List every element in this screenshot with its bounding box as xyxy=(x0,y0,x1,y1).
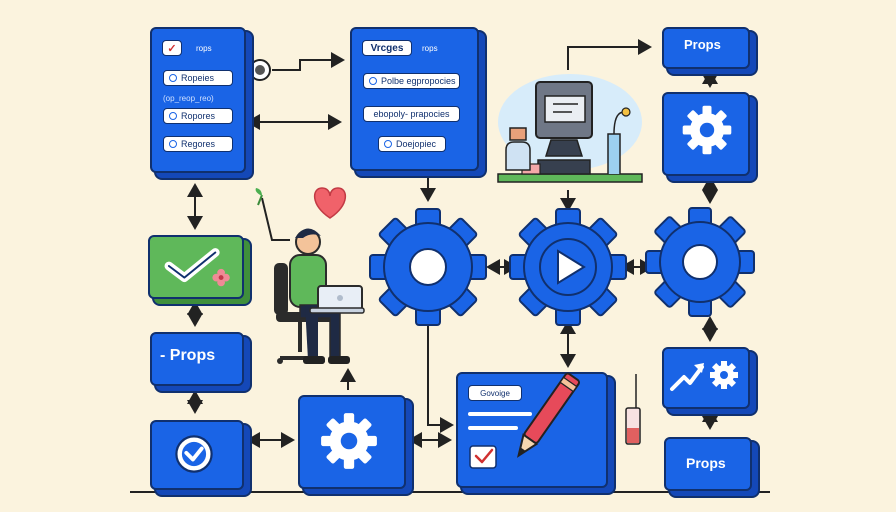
radio-icon xyxy=(384,140,392,148)
top-panel-item[interactable]: Doejopiec xyxy=(378,136,446,152)
trend-arrow-icon xyxy=(670,361,738,391)
flower-icon xyxy=(212,268,230,287)
left-panel-item[interactable]: Ropeies xyxy=(163,70,233,86)
person-with-laptop xyxy=(274,228,365,364)
sprout-icon xyxy=(255,188,263,206)
sprout-connector xyxy=(261,197,290,241)
props-label-top-right: Props xyxy=(684,37,721,52)
arrow-gear-to-editor xyxy=(427,318,454,433)
machine-illustration xyxy=(497,74,643,183)
props-box-bottom-right[interactable] xyxy=(664,437,752,491)
gear-icon xyxy=(682,105,732,155)
pencil-icon xyxy=(517,372,580,458)
knob-icon xyxy=(249,59,271,81)
editor-label: Govoige xyxy=(468,385,522,401)
props-box-left[interactable] xyxy=(150,332,244,386)
left-panel-header-tag: rops xyxy=(196,44,212,53)
gear-icon xyxy=(710,361,738,389)
arrow-knob-to-top-panel xyxy=(272,52,345,71)
radio-icon xyxy=(169,74,177,82)
props-label-left: - Props xyxy=(160,347,216,364)
gear-icon xyxy=(321,413,377,469)
radio-icon xyxy=(369,77,377,85)
check-icon: ✓ xyxy=(167,42,177,55)
radio-icon xyxy=(169,112,177,120)
top-panel-item[interactable]: Polbe egpropocies xyxy=(363,73,460,89)
heart-icon xyxy=(314,187,346,219)
play-icon xyxy=(557,249,586,285)
play-gear-icon xyxy=(509,208,627,326)
gear-icon xyxy=(369,208,487,326)
test-tube-icon xyxy=(625,374,641,445)
top-panel-header-tag: rops xyxy=(422,44,438,53)
radio-icon xyxy=(169,140,177,148)
top-panel-item[interactable]: ebopoly- prapocies xyxy=(363,106,460,122)
editor-lines xyxy=(468,412,532,469)
top-panel-title: Vrcges xyxy=(362,40,412,56)
left-panel-caption: (op_reop_reo) xyxy=(163,94,214,103)
check-icon xyxy=(164,248,230,287)
props-label-bottom-right: Props xyxy=(686,455,726,471)
verify-check-icon xyxy=(175,435,213,473)
connector-arrows xyxy=(187,39,718,448)
left-panel-item[interactable]: Ropores xyxy=(163,108,233,124)
left-panel-checkbox[interactable]: ✓ xyxy=(162,40,182,56)
gear-icon xyxy=(645,207,755,317)
left-panel-item[interactable]: Regores xyxy=(163,136,233,152)
arrow-machine-to-props xyxy=(567,39,652,70)
props-box-top-right[interactable] xyxy=(662,27,750,69)
